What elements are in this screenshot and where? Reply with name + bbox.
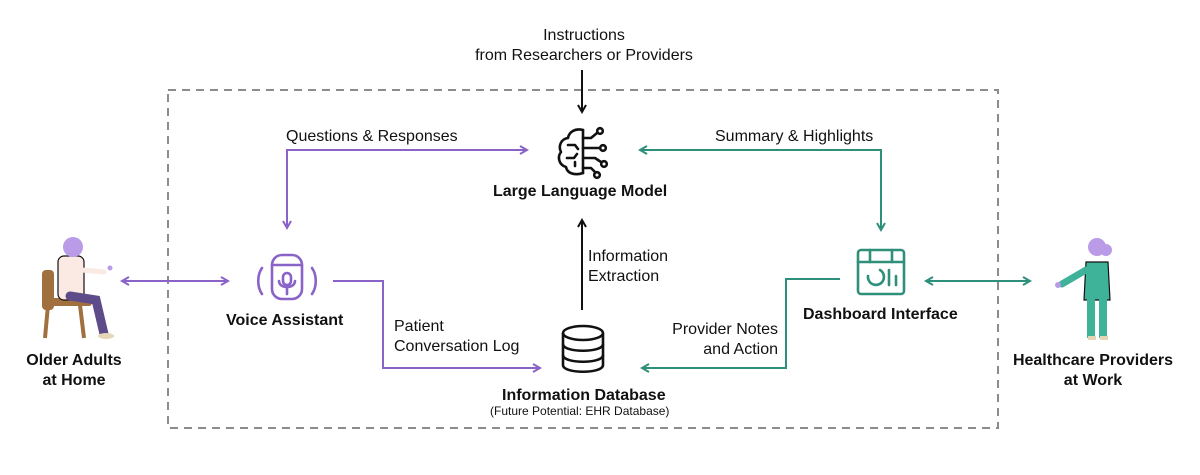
system-boundary [167,89,999,429]
smart-speaker-icon [256,253,318,301]
dashboard-interface-label: Dashboard Interface [803,306,958,323]
summary-highlights-label: Summary & Highlights [715,128,874,145]
healthcare-provider-illustration [1055,238,1112,340]
provider-notes-arrow [642,278,840,368]
patient-conversation-log-label: Patient Conversation Log [394,317,519,357]
provider-notes-line2: and Action [703,341,778,358]
healthcare-providers-line2: at Work [1063,372,1123,389]
healthcare-providers-label: Healthcare Providers at Work [1010,351,1176,391]
older-adult-illustration [42,237,114,339]
older-adults-line1: Older Adults [26,352,122,369]
information-extraction-line1: Information [588,248,669,265]
instructions-label: Instructions from Researchers or Provide… [472,26,696,66]
provider-notes-label: Provider Notes and Action [666,320,778,360]
older-adults-label: Older Adults at Home [22,351,126,391]
instructions-line2: from Researchers or Providers [475,47,693,64]
questions-responses-arrow [287,150,527,228]
patient-conversation-log-line2: Conversation Log [394,338,520,355]
older-adults-line2: at Home [42,372,106,389]
instructions-line1: Instructions [543,27,625,44]
healthcare-providers-line1: Healthcare Providers [1012,352,1174,369]
information-extraction-label: Information Extraction [588,247,668,287]
voice-assistant-label: Voice Assistant [226,312,344,329]
questions-responses-label: Questions & Responses [286,128,458,145]
llm-label: Large Language Model [493,183,668,200]
brain-icon [557,126,609,180]
information-database-label: Information Database [502,387,666,404]
patient-log-arrow [333,280,540,368]
summary-highlights-arrow [640,150,881,230]
dashboard-icon [856,248,906,296]
database-icon [561,324,605,374]
patient-conversation-log-line1: Patient [394,318,444,335]
information-extraction-line2: Extraction [588,268,660,285]
provider-notes-line1: Provider Notes [672,321,778,338]
information-database-sublabel: (Future Potential: EHR Database) [490,404,670,418]
